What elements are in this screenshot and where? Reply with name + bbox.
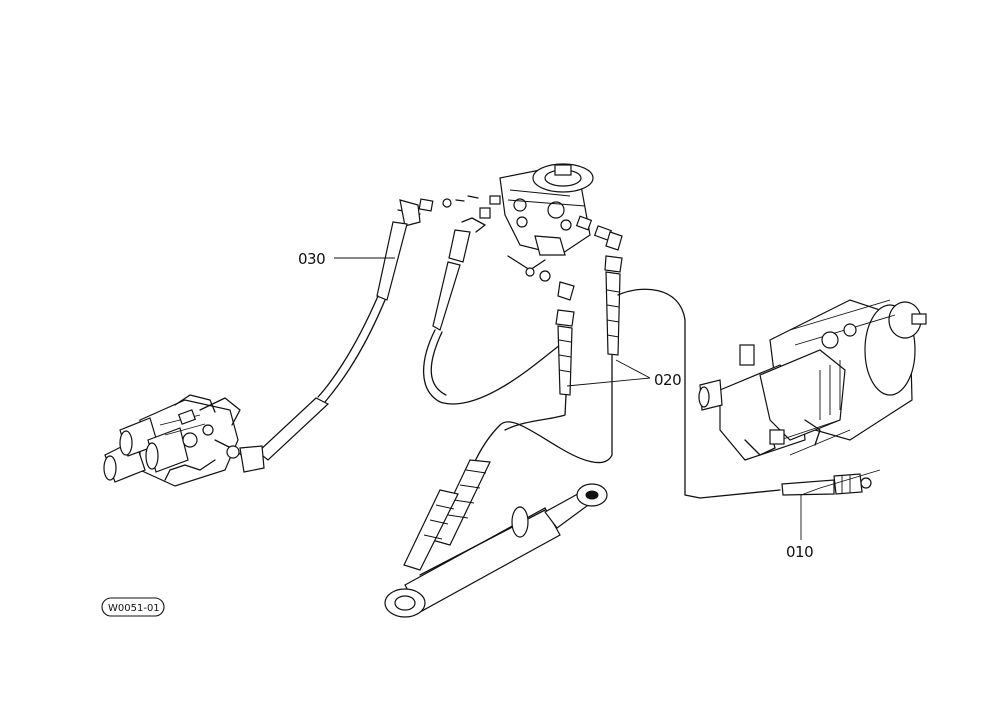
callout-010: 010 [786, 543, 813, 561]
hose-020-left [422, 217, 561, 405]
leader-lines [334, 257, 881, 540]
hose-010 [781, 473, 872, 496]
hose-030 [226, 198, 434, 473]
control-valve-assembly [103, 394, 246, 487]
drawing-reference-text: W0051-01 [108, 603, 160, 614]
callout-020: 020 [654, 371, 681, 389]
drawing-reference-badge: W0051-01 [101, 597, 165, 617]
steering-cylinder [384, 483, 608, 618]
hydraulic-pump [698, 299, 927, 461]
steering-valve-unit [442, 163, 623, 301]
callout-030: 030 [298, 250, 325, 268]
hose-020-right [403, 255, 781, 571]
